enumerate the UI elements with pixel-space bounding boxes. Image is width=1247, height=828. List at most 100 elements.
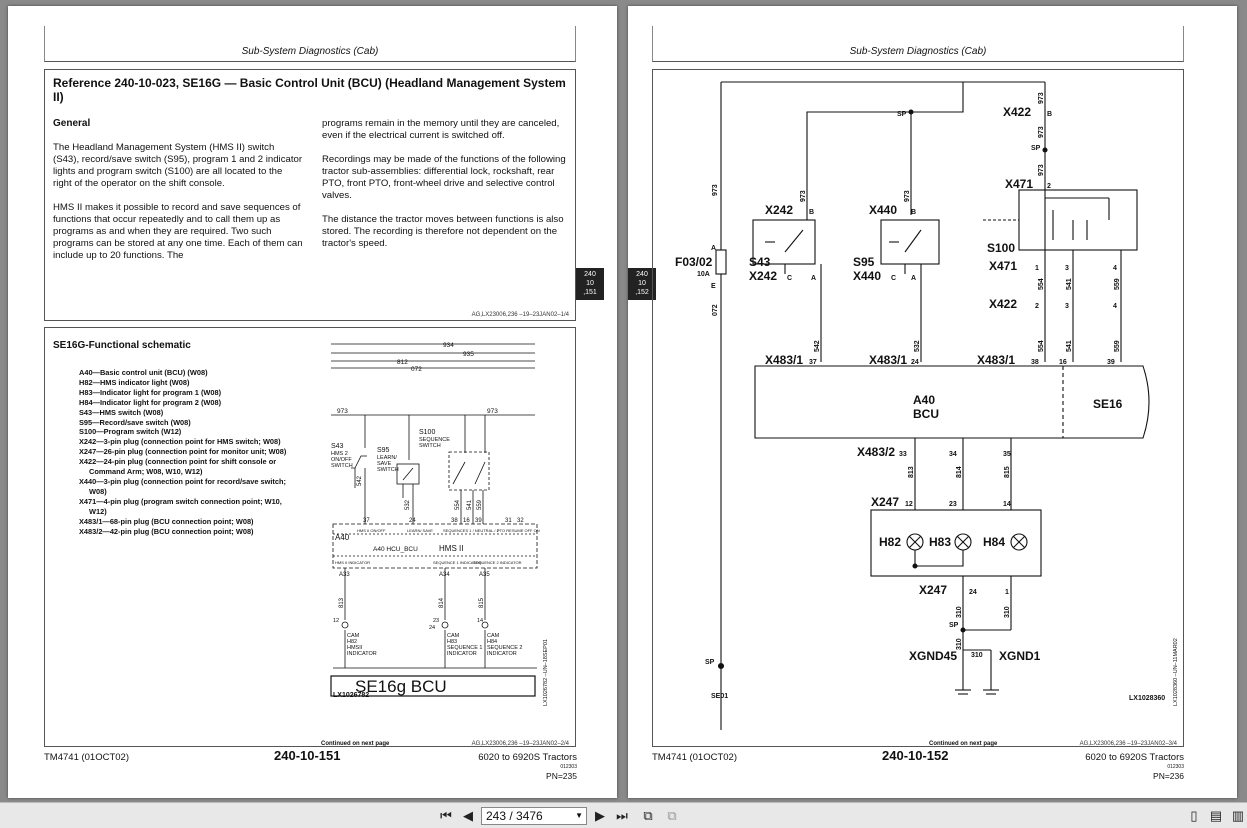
wire-label: 541	[467, 499, 473, 510]
copy-icon[interactable]: ⧉	[667, 808, 677, 823]
s43-label: S43	[331, 443, 344, 450]
figure-code: LX1028360	[1129, 695, 1165, 702]
single-page-view-icon[interactable]: ▯	[1190, 808, 1198, 823]
h84-label: CAM	[487, 633, 500, 639]
tab-line: ,152	[635, 289, 649, 296]
wiring-diagram-box: X422 X471 X242 X440 S43 S95 S100 X471 X2…	[652, 69, 1184, 747]
legend-item: A40—Basic control unit (BCU) (W08)	[79, 368, 208, 377]
paragraph: The Headland Management System (HMS II) …	[53, 142, 303, 189]
schematic-title: SE16G-Functional schematic	[53, 340, 191, 351]
wire-label: 532	[405, 499, 411, 510]
xgnd1-label: XGND1	[999, 649, 1041, 663]
wire-label: 815	[1004, 466, 1011, 478]
x471-label: X471	[1005, 177, 1033, 191]
header-frame	[44, 26, 576, 62]
wire-label: 813	[339, 597, 345, 608]
h82-label: H82	[879, 535, 901, 549]
h83-label: 24	[429, 625, 435, 631]
wire-label: 541	[1066, 340, 1073, 352]
pin-label: 3	[1065, 265, 1069, 272]
wire-label: 559	[1114, 340, 1121, 352]
wire-label: 072	[712, 304, 719, 316]
h82-label: HMSII	[347, 645, 363, 651]
pin-label: 32	[517, 518, 524, 524]
s100-label: S100	[419, 429, 435, 436]
continuous-view-icon[interactable]: ▤	[1209, 808, 1223, 823]
wire-label: 934	[443, 342, 454, 349]
wire-label: 973	[487, 408, 498, 415]
legend-item: X242—3-pin plug (connection point for HM…	[79, 437, 281, 447]
last-page-icon[interactable]: ⏭	[616, 808, 628, 823]
fit-page-icon[interactable]: ⧉	[643, 808, 653, 823]
pin-label: 1	[1035, 265, 1039, 272]
h82-label: H82	[347, 639, 357, 645]
pin-label: 12	[905, 501, 913, 508]
pin-label: 39	[1107, 359, 1115, 366]
h83-label: 23	[433, 618, 439, 624]
running-head: Sub-System Diagnostics (Cab)	[849, 46, 987, 57]
s43-label: ON/OFF	[331, 457, 352, 463]
pin-label: C	[787, 275, 792, 282]
text-column-1: The Headland Management System (HMS II) …	[53, 142, 303, 274]
se16-label: SE16	[1093, 397, 1123, 411]
fuse-label: F03/02	[675, 255, 713, 269]
s95-label: SWITCH	[377, 467, 399, 473]
chevron-down-icon[interactable]: ▼	[575, 811, 583, 820]
wire-label: 814	[956, 466, 963, 478]
pin-label: 2	[1047, 183, 1051, 190]
s95-label: S95	[853, 255, 875, 269]
s43-label: SWITCH	[331, 463, 353, 469]
a40-label: SEQUENCE 1 INDICATOR	[433, 560, 482, 565]
x422-label: X422	[1003, 105, 1031, 119]
wire-label: 072	[411, 366, 422, 373]
xgnd45-label: XGND45	[909, 649, 957, 663]
h84-label: 14	[477, 618, 483, 624]
prev-page-icon[interactable]: ◀	[463, 808, 473, 823]
a40-label: LEARN/ SAVE	[407, 528, 433, 533]
x483-1-label: X483/1	[869, 353, 907, 367]
splice-label: SP	[1031, 145, 1041, 152]
h82-label: CAM	[347, 633, 360, 639]
pin-label: 31	[505, 518, 512, 524]
x242-label: X242	[749, 269, 777, 283]
figure-code: LX1026782	[333, 692, 370, 699]
wire-label: 973	[1038, 164, 1045, 176]
s95-label: S95	[377, 447, 390, 454]
x440-label: X440	[853, 269, 881, 283]
viewer-toolbar: ⏮ ◀ 243 / 3476 ▼ ▶ ⏭ ⧉ ⧉ ▯ ▤ ▥	[0, 802, 1247, 828]
h83-label: H83	[929, 535, 951, 549]
pin-label: 16	[1059, 359, 1067, 366]
right-page: Sub-System Diagnostics (Cab) 240 10 ,152	[628, 6, 1237, 798]
paragraph: The distance the tractor moves between f…	[322, 214, 564, 249]
page-number-input[interactable]: 243 / 3476 ▼	[481, 807, 587, 825]
left-page: Sub-System Diagnostics (Cab) Reference 2…	[8, 6, 617, 798]
wire-label: 814	[439, 597, 445, 608]
section-tab: 240 10 ,152	[628, 268, 656, 300]
h82-label: 12	[333, 618, 339, 624]
doc-reference: AG,LX23006,236 –19–23JAN02–3/4	[1079, 741, 1177, 747]
pin-label: 24	[409, 518, 416, 524]
footer-page-number: 240-10-152	[882, 748, 949, 763]
wire-label: 973	[1038, 126, 1045, 138]
s95-label: LEARN/	[377, 455, 397, 461]
pin-label: A	[911, 275, 916, 282]
tab-line: 240	[584, 271, 596, 278]
wire-label: 559	[1114, 278, 1121, 290]
first-page-icon[interactable]: ⏮	[440, 808, 452, 823]
wire-label: 935	[463, 351, 474, 358]
wire-label: 310	[1004, 606, 1011, 618]
schematic-box: SE16G-Functional schematic A40—Basic con…	[44, 327, 576, 747]
wire-label: 310	[956, 638, 963, 650]
two-page-view-icon[interactable]: ▥	[1231, 808, 1245, 823]
next-page-icon[interactable]: ▶	[595, 808, 605, 823]
footer-model: 6020 to 6920S Tractors	[478, 752, 577, 763]
pin-label: A33	[339, 572, 350, 578]
wire-label: 973	[712, 184, 719, 196]
pin-label: 37	[809, 359, 817, 366]
wire-label: 813	[908, 466, 915, 478]
fuse-rating: 10A	[697, 271, 710, 278]
h84-label: H84	[983, 535, 1005, 549]
h83-label: INDICATOR	[447, 651, 477, 657]
pin-label: 1	[1005, 589, 1009, 596]
se01-label: SE01	[711, 693, 728, 700]
